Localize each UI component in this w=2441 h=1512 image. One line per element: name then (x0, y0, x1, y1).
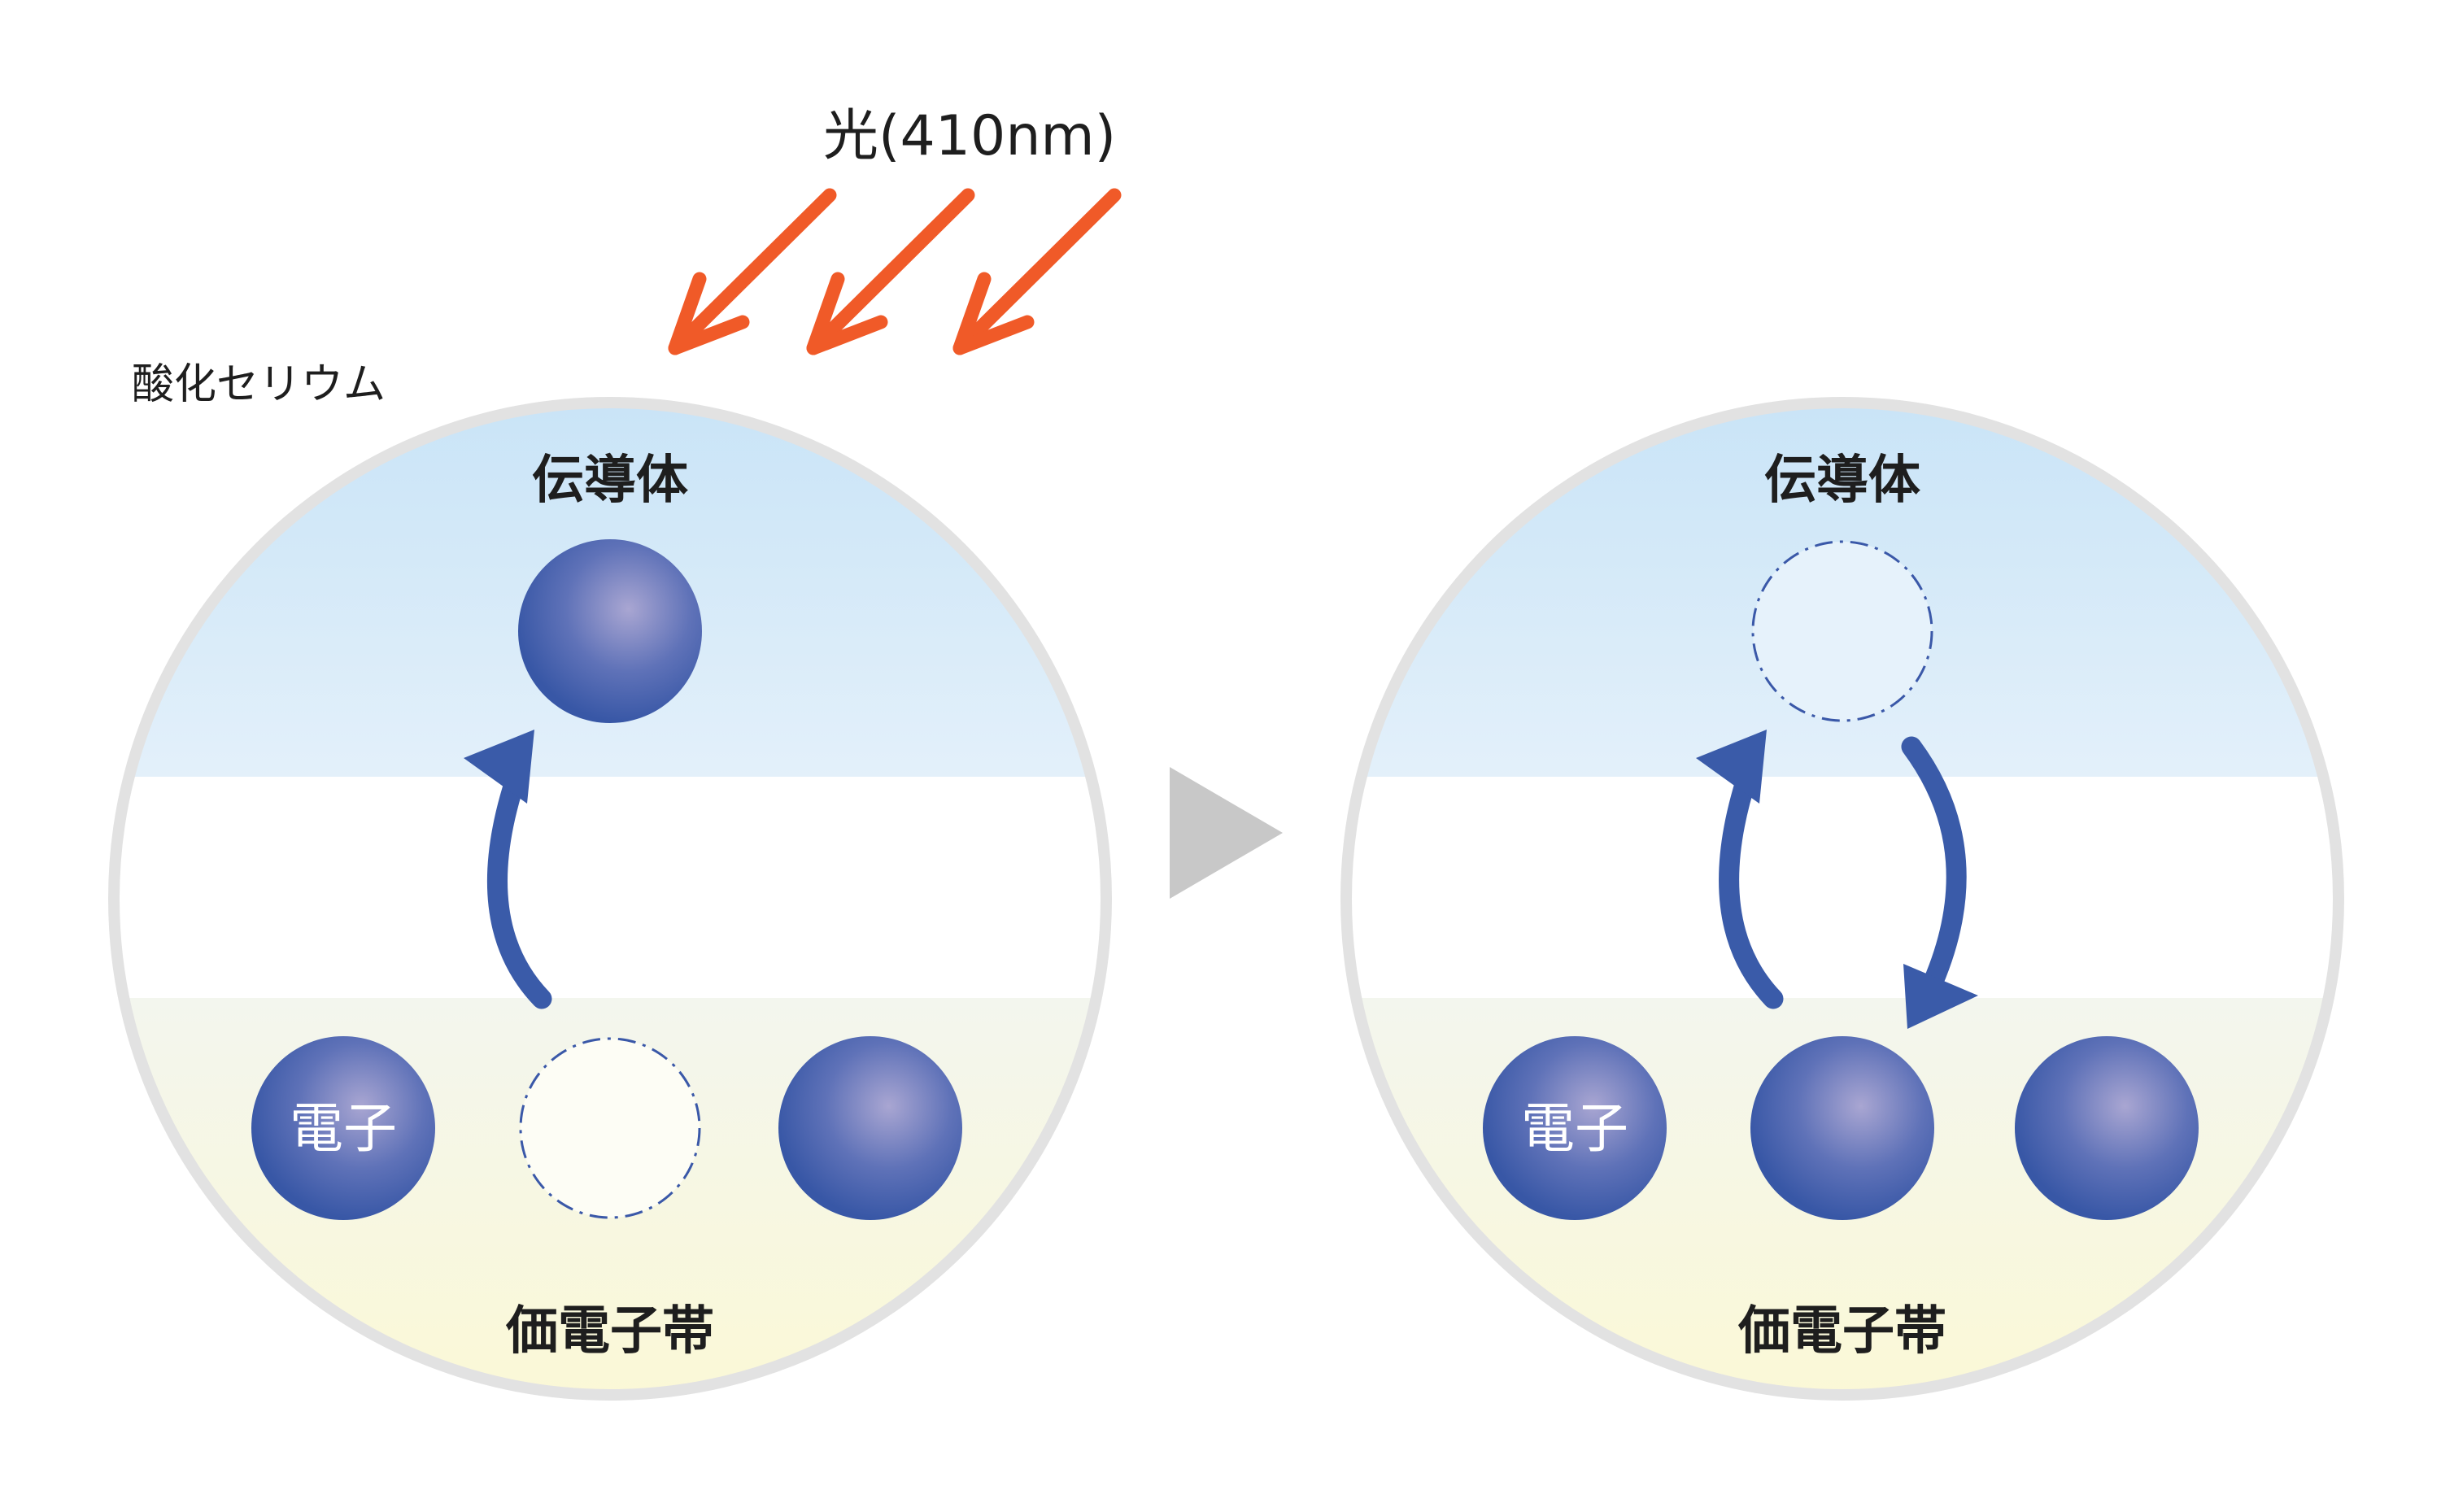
band-gap-region (1350, 777, 2334, 998)
electron (2015, 1036, 2199, 1220)
band-gap-region (118, 777, 1102, 998)
left-circle: 伝導体 価電子帯 電子 (108, 397, 1112, 1401)
valence-band-label: 価電子帯 (505, 1301, 714, 1362)
light-arrow-3 (952, 188, 1122, 355)
light-label: 光(410nm) (823, 104, 1116, 168)
electron (778, 1036, 962, 1220)
electron-vacancy (1751, 540, 1933, 722)
transition-triangle (1170, 767, 1283, 899)
electron-label: 電子 (1521, 1097, 1628, 1160)
light-arrow-1 (668, 188, 837, 355)
material-label: 酸化セリウム (132, 360, 386, 409)
recombination-arrow (1901, 736, 1978, 1029)
right-circle: 伝導体 価電子帯 電子 (1340, 397, 2344, 1401)
conduction-band-label: 伝導体 (532, 451, 688, 511)
excitation-arrow (1696, 730, 1784, 1009)
conduction-band-label: 伝導体 (1764, 451, 1920, 511)
light-arrow-2 (806, 188, 975, 355)
electron-returned (1750, 1036, 1934, 1220)
light-arrows (668, 188, 1122, 355)
electron-label: 電子 (290, 1097, 397, 1160)
electron-excited (518, 539, 702, 723)
valence-band-label: 価電子帯 (1737, 1301, 1946, 1362)
electron (1483, 1036, 1667, 1220)
circle-ring (108, 397, 1112, 1401)
circle-ring (1340, 397, 2344, 1401)
electron (251, 1036, 435, 1220)
electron-hole (519, 1037, 701, 1219)
excitation-arrow (464, 730, 552, 1009)
